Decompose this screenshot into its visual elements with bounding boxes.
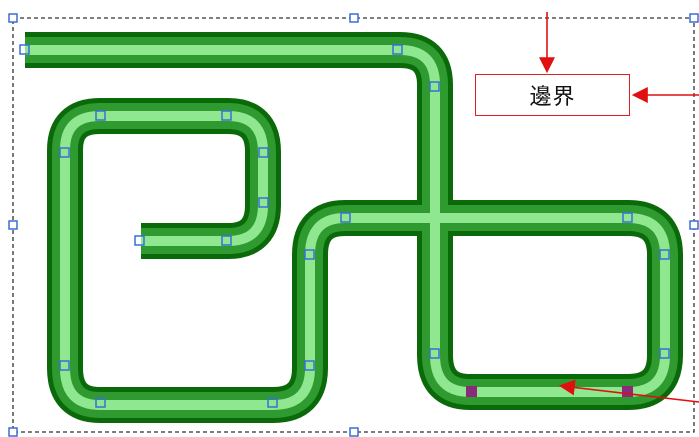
vertex-handle[interactable] — [622, 212, 633, 223]
vertex-handle[interactable] — [429, 348, 440, 359]
vertex-handle[interactable] — [59, 147, 70, 158]
vertex-handle[interactable] — [59, 360, 70, 371]
selected-handle[interactable] — [466, 386, 477, 397]
arrow-segment — [558, 379, 699, 403]
vertex-handle[interactable] — [19, 44, 30, 55]
vertex-handle[interactable] — [134, 235, 145, 246]
selected-handle[interactable] — [622, 386, 633, 397]
vertex-handle[interactable] — [221, 110, 232, 121]
vertex-handle[interactable] — [221, 235, 232, 246]
frame-handle-ml[interactable] — [8, 220, 18, 230]
vertex-handle[interactable] — [659, 348, 670, 359]
frame-handle-tm[interactable] — [349, 13, 359, 23]
vertex-handle[interactable] — [304, 360, 315, 371]
boundary-label: 邊界 — [475, 74, 630, 116]
frame-handle-mr[interactable] — [689, 220, 699, 230]
vertex-handle[interactable] — [258, 197, 269, 208]
pipe-vertex-handles[interactable] — [19, 44, 670, 408]
vertex-handle[interactable] — [258, 147, 269, 158]
frame-handle-tl[interactable] — [8, 13, 18, 23]
frame-handles[interactable] — [8, 13, 699, 437]
vertex-handle[interactable] — [267, 397, 278, 408]
vertex-handle[interactable] — [429, 81, 440, 92]
vertex-handle[interactable] — [392, 44, 403, 55]
pipe-1[interactable] — [25, 32, 683, 423]
vertex-handle[interactable] — [304, 249, 315, 260]
vertex-handle[interactable] — [95, 397, 106, 408]
vertex-handle[interactable] — [95, 110, 106, 121]
selected-segment-handles[interactable] — [466, 386, 633, 397]
annotation-arrows — [539, 12, 699, 403]
frame-handle-bl[interactable] — [8, 427, 18, 437]
frame-handle-tr[interactable] — [689, 13, 699, 23]
vertex-handle[interactable] — [340, 212, 351, 223]
vertex-handle[interactable] — [659, 249, 670, 260]
frame-handle-bm[interactable] — [349, 427, 359, 437]
